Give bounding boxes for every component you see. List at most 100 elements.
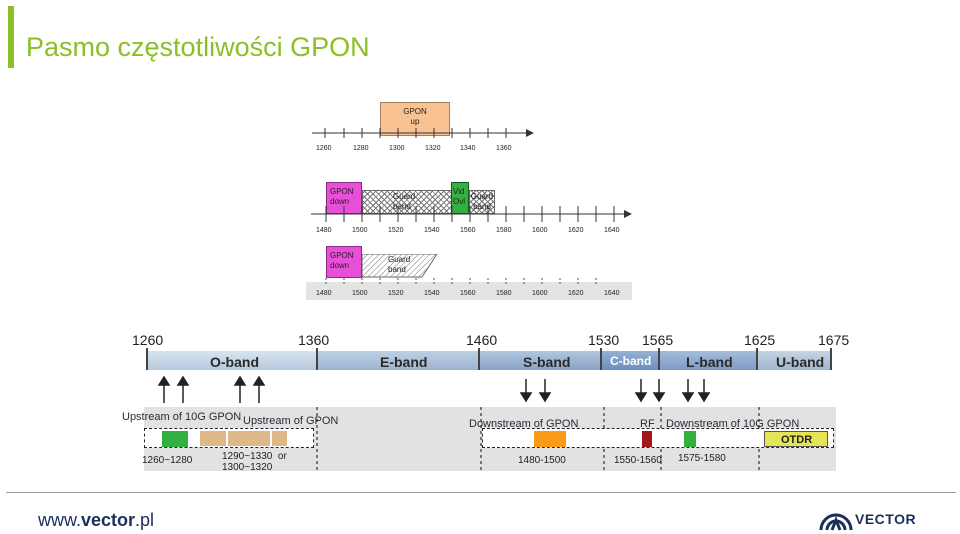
band-boundary: 1565 bbox=[642, 332, 674, 348]
chart2-tick: 1520 bbox=[388, 227, 404, 234]
band-separator bbox=[316, 348, 318, 370]
downstream-arrow-head bbox=[681, 392, 695, 403]
band-boundary: 1460 bbox=[466, 332, 498, 348]
url-prefix: www. bbox=[38, 510, 82, 530]
chart3-tick: 1640 bbox=[604, 290, 620, 297]
url-suffix: .pl bbox=[135, 510, 155, 530]
band-separator bbox=[756, 348, 758, 370]
l-band-segment bbox=[658, 351, 756, 370]
footer-website: www.vector.pl bbox=[38, 510, 154, 531]
otdr-label: OTDR bbox=[781, 434, 813, 446]
label-downstream-gpon: Downstream of GPON bbox=[469, 418, 579, 430]
url-bold: vector bbox=[81, 510, 136, 530]
chart3-tick: 1480 bbox=[316, 290, 332, 297]
band-separator bbox=[478, 348, 480, 370]
upstream-arrow-head bbox=[157, 375, 171, 386]
upstream-arrow-head bbox=[176, 375, 190, 386]
video-overlay-box: Vid Ovl bbox=[451, 182, 469, 214]
band-separator bbox=[146, 348, 148, 370]
chart1-tick: 1280 bbox=[353, 145, 369, 152]
chart2-tick: 1500 bbox=[352, 227, 368, 234]
u-band-segment bbox=[756, 351, 832, 370]
downstream-arrow-head bbox=[634, 392, 648, 403]
chart1-tick: 1300 bbox=[389, 145, 405, 152]
10g-downstream-bar bbox=[684, 431, 696, 447]
chart1-tick: 1340 bbox=[460, 145, 476, 152]
c-band-segment bbox=[600, 351, 658, 370]
s-band-label: S-band bbox=[523, 354, 571, 370]
range-rf: 1550-1560 bbox=[614, 455, 662, 466]
gpon-up-box: GPON up bbox=[380, 102, 450, 136]
e-band-segment bbox=[316, 351, 478, 370]
chart1-tick: 1260 bbox=[316, 145, 332, 152]
gpon-upstream-bar bbox=[228, 431, 270, 446]
chart3-tick: 1560 bbox=[460, 290, 476, 297]
chart2-tick: 1560 bbox=[460, 227, 476, 234]
band-boundary: 1260 bbox=[132, 332, 164, 348]
gpon-upstream-bar bbox=[200, 431, 226, 446]
otdr-bar bbox=[764, 431, 828, 447]
downstream-window bbox=[482, 428, 834, 448]
downstream-arrow-head bbox=[538, 392, 552, 403]
band-boundary: 1675 bbox=[818, 332, 850, 348]
chart3-tick: 1600 bbox=[532, 290, 548, 297]
allocation-divider bbox=[316, 407, 318, 471]
range-gpon-down: 1480-1500 bbox=[518, 455, 566, 466]
gpon-downstream-bar bbox=[534, 431, 566, 447]
chart2-tick: 1480 bbox=[316, 227, 332, 234]
chart3-axis-bg bbox=[306, 282, 632, 300]
u-band-label: U-band bbox=[776, 354, 825, 370]
chart2-tick: 1580 bbox=[496, 227, 512, 234]
gpon-upstream-bar bbox=[272, 431, 287, 446]
c-band-label: C-band bbox=[610, 354, 652, 368]
downstream-arrow-head bbox=[697, 392, 711, 403]
label-rf: RF bbox=[640, 418, 655, 430]
downstream-arrow-head bbox=[519, 392, 533, 403]
upstream-arrow-head bbox=[252, 375, 266, 386]
chart2-tick: 1640 bbox=[604, 227, 620, 234]
chart1-tick: 1320 bbox=[425, 145, 441, 152]
band-separator bbox=[600, 348, 602, 370]
chart-gpon-up: GPON up 1260 1280 1300 1320 1340 1360 bbox=[300, 98, 540, 163]
guard-band-label: Guard band bbox=[388, 255, 411, 274]
band-separator bbox=[658, 348, 660, 370]
chart1-axis bbox=[312, 128, 534, 138]
direction-arrows bbox=[157, 375, 711, 403]
o-band-segment bbox=[146, 351, 316, 370]
downstream-arrow-head bbox=[652, 392, 666, 403]
chart3-axis bbox=[325, 278, 597, 284]
allocation-divider bbox=[480, 407, 482, 471]
band-boundary: 1360 bbox=[298, 332, 330, 348]
guard-band-trapezoid bbox=[362, 254, 438, 278]
band-boundary: 1530 bbox=[588, 332, 620, 348]
chart3-tick: 1520 bbox=[388, 290, 404, 297]
chart3-tick: 1540 bbox=[424, 290, 440, 297]
upstream-arrow-head bbox=[233, 375, 247, 386]
range-10g-down: 1575-1580 bbox=[678, 453, 726, 464]
chart2-tick: 1540 bbox=[424, 227, 440, 234]
chart1-tick: 1360 bbox=[496, 145, 512, 152]
10g-upstream-bar bbox=[162, 431, 188, 447]
chart2-tick: 1600 bbox=[532, 227, 548, 234]
vector-logo-text: VECTOR bbox=[855, 511, 917, 527]
chart-gpon-down: GPON down Guard band 1480 1500 1520 1540… bbox=[306, 244, 640, 300]
range-gpon-up: 1290~1330 or 1300~1320 bbox=[222, 451, 287, 473]
range-10g-up: 1260~1280 bbox=[142, 455, 193, 466]
chart2-tick: 1620 bbox=[568, 227, 584, 234]
band-boundary: 1625 bbox=[744, 332, 776, 348]
s-band-segment bbox=[478, 351, 600, 370]
rf-video-bar bbox=[642, 431, 652, 447]
chart-gpon-down-video: GPON down Guard band Vid Ovl Guard band … bbox=[306, 180, 640, 238]
label-downstream-10g: Downstream of 10G GPON bbox=[666, 418, 800, 430]
chart3-tick: 1500 bbox=[352, 290, 368, 297]
chart2-axis bbox=[311, 206, 632, 222]
label-upstream-gpon: Upstream of GPON bbox=[243, 415, 339, 427]
title-accent-bar bbox=[8, 6, 14, 68]
gpon-down-box: GPON down bbox=[326, 246, 362, 278]
label-upstream-10g: Upstream of 10G GPON bbox=[122, 411, 242, 423]
footer-divider bbox=[6, 492, 956, 493]
vector-logo-icon bbox=[819, 513, 853, 531]
o-band-label: O-band bbox=[210, 354, 259, 370]
page-title: Pasmo częstotliwości GPON bbox=[26, 32, 370, 62]
chart3-tick: 1620 bbox=[568, 290, 584, 297]
